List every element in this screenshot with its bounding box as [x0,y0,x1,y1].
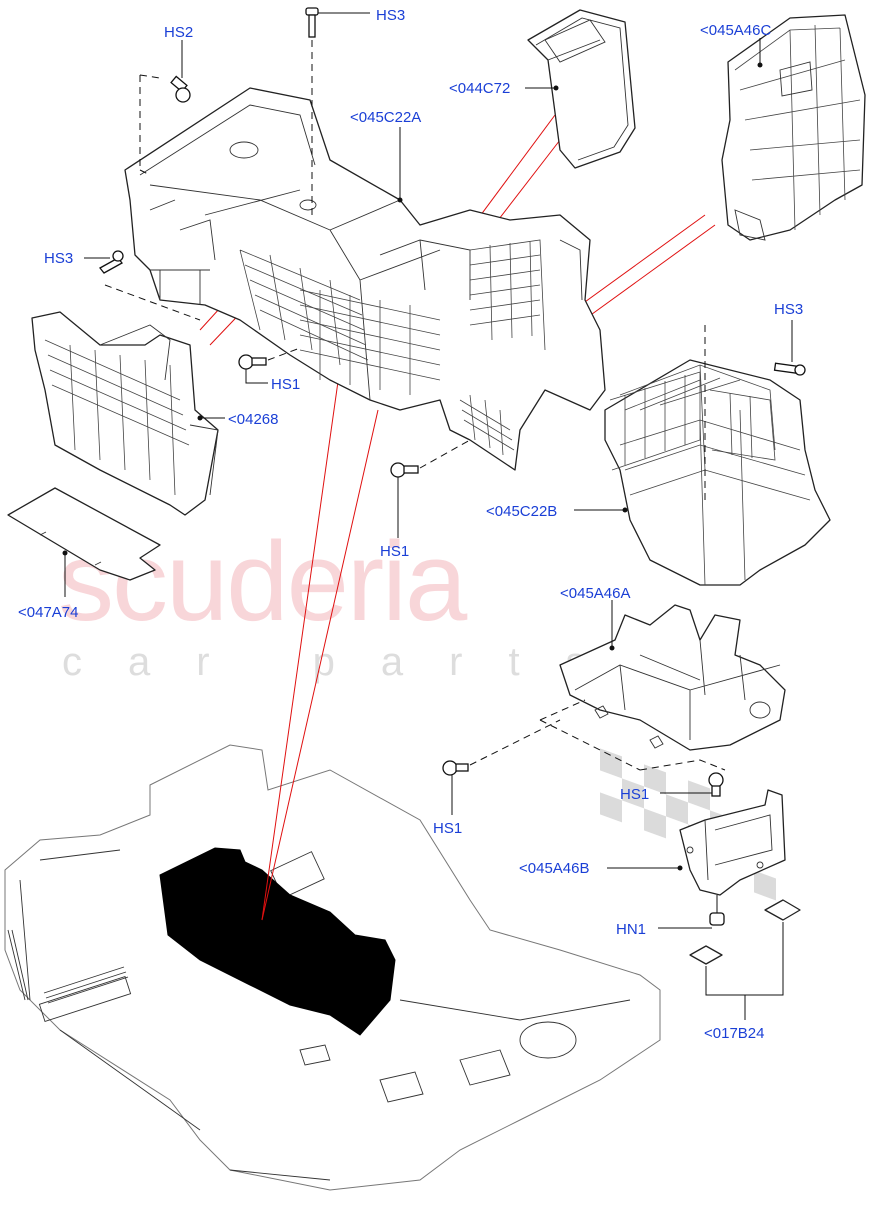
callout-hs1-bracket[interactable]: HS1 [620,786,649,803]
callout-045a46c[interactable]: <045A46C [700,22,771,39]
callout-hs1-mid[interactable]: HS1 [271,376,300,393]
pad-017b24 [689,899,801,965]
screw-hs3-right [773,362,806,376]
small-bracket-045a46b [679,789,786,896]
callout-hs3-left[interactable]: HS3 [44,250,73,267]
callout-labels: HS2 HS3 <044C72 <045A46C <045C22A HS3 HS… [18,7,803,1042]
nut-hn1 [709,895,725,926]
callout-hs3-right[interactable]: HS3 [774,301,803,318]
callout-hs1-center[interactable]: HS1 [380,543,409,560]
callout-045a46a[interactable]: <045A46A [560,585,630,602]
screw-hs1-lower [442,760,469,776]
console-frame-045a46c [721,14,866,241]
callout-045c22a[interactable]: <045C22A [350,109,421,126]
mounting-bracket-045a46a [559,604,786,751]
callout-04268[interactable]: <04268 [228,411,278,428]
screw-hs3-top [305,7,319,38]
side-panel-04268 [31,311,219,516]
watermark-car-parts: car parts [62,640,632,684]
callout-hs1-lower[interactable]: HS1 [433,820,462,837]
callout-047a74[interactable]: <047A74 [18,604,78,621]
screw-hs1-mid [238,354,267,370]
carpet-vent-left [38,975,132,1023]
console-cover-044c72 [527,9,636,169]
screw-hs1-bracket [708,772,724,797]
callout-hs3-top[interactable]: HS3 [376,7,405,24]
callout-hs2[interactable]: HS2 [164,24,193,41]
console-footprint-highlight [159,847,396,1036]
callout-045a46b[interactable]: <045A46B [519,860,589,877]
screw-hs3-left [99,250,124,274]
insulation-pad-047a74 [7,487,161,581]
console-lower-045c22b [604,359,831,586]
callout-017b24[interactable]: <017B24 [704,1025,764,1042]
console-body-front [124,87,606,471]
callout-hn1[interactable]: HN1 [616,921,646,938]
callout-044c72[interactable]: <044C72 [449,80,510,97]
bolt-hs2 [170,75,191,103]
watermark: scuderia car parts [58,519,776,901]
floor-carpet [4,744,661,1191]
callout-045c22b[interactable]: <045C22B [486,503,557,520]
screw-hs1-center [390,462,419,478]
